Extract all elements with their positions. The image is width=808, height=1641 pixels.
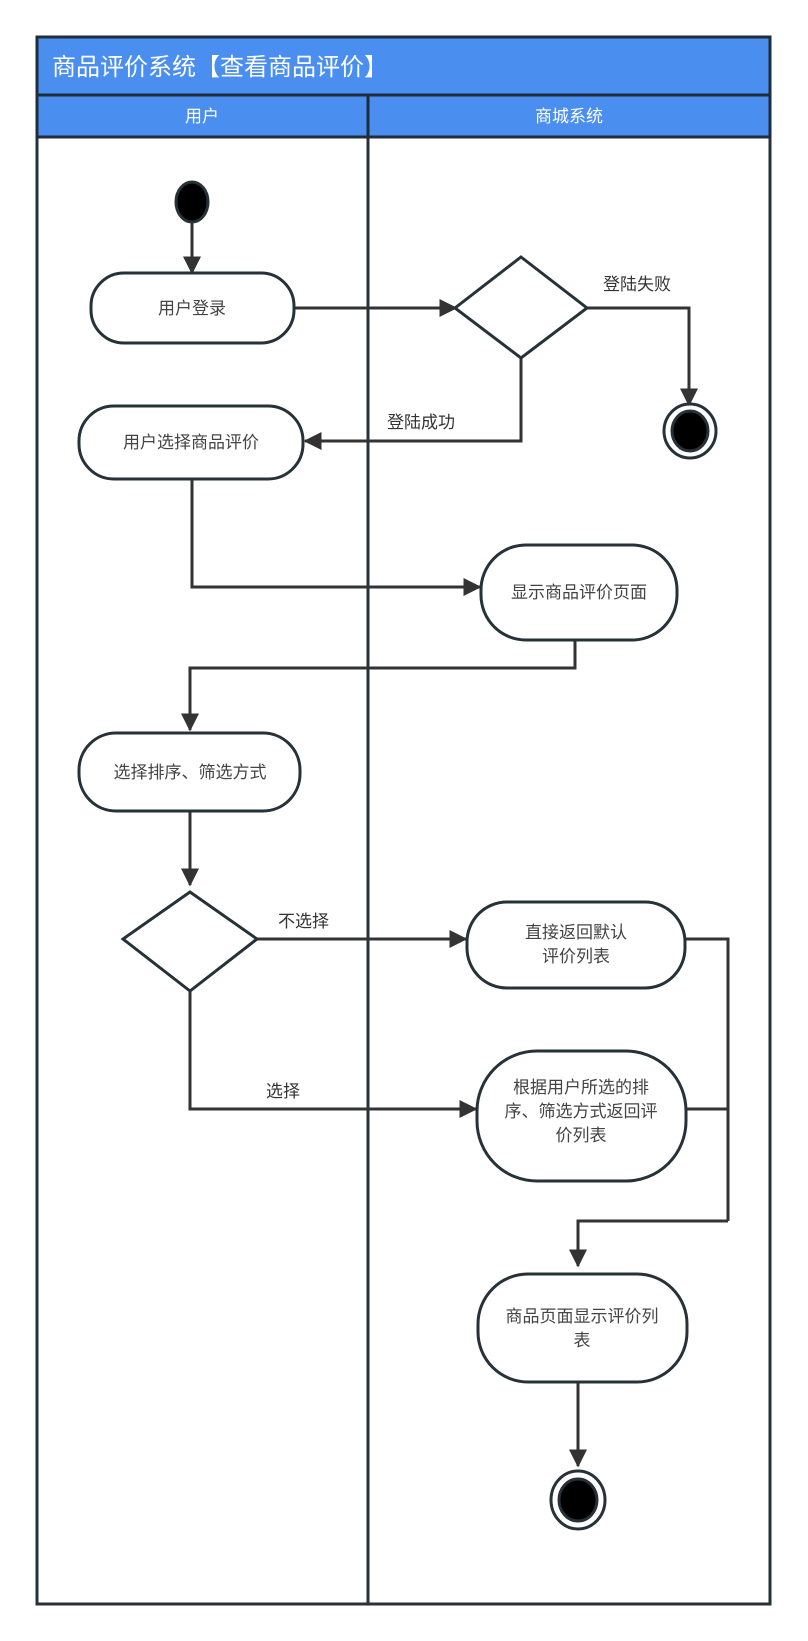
action-show-list [476,1272,689,1384]
action-label: 商品页面显示评价列 [506,1307,659,1327]
action-label: 序、筛选方式返回评 [505,1102,658,1122]
lane-label-user: 用户 [185,107,219,127]
action-label: 用户选择商品评价 [123,433,259,453]
edge-label-select: 选择 [266,1082,300,1102]
edge-choose-show [190,478,482,596]
action-label: 评价列表 [542,947,610,967]
edge-show-sort [181,640,577,732]
decision-sort-check [120,890,260,993]
action-label: 价列表 [556,1126,607,1146]
action-label: 显示商品评价页面 [511,583,647,603]
action-filtered-list [475,1049,688,1183]
final-node-fail-core [670,409,710,453]
edge-login-success [303,358,523,450]
diagram-title: 商品评价系统【查看商品评价】 [52,53,388,81]
edge-label-login-fail: 登陆失败 [603,275,671,295]
action-choose-sort [77,731,302,813]
action-show-page [479,543,679,642]
edge-label-no-select: 不选择 [278,912,329,932]
edge-select [188,991,478,1118]
title-bar [35,35,772,97]
action-label: 直接返回默认 [525,923,627,943]
action-choose-review [77,404,305,481]
edge-default-merge [683,937,730,1221]
action-user-login [89,271,296,345]
action-label: 表 [574,1331,591,1351]
initial-node [174,180,210,224]
lane-header-user [35,93,370,139]
lane-label-mall: 商城系统 [535,107,603,127]
action-label: 选择排序、筛选方式 [114,763,267,783]
action-label: 用户登录 [158,299,226,319]
action-default-list [465,900,687,990]
edge-login-fail [582,306,698,407]
edge-label-login-success: 登陆成功 [387,413,455,433]
edge-merge-showlist [569,1219,728,1268]
decision-login-check [452,255,590,360]
lane-header-mall [366,93,772,139]
final-node-core [557,1477,599,1523]
action-label: 根据用户所选的排 [513,1078,649,1098]
